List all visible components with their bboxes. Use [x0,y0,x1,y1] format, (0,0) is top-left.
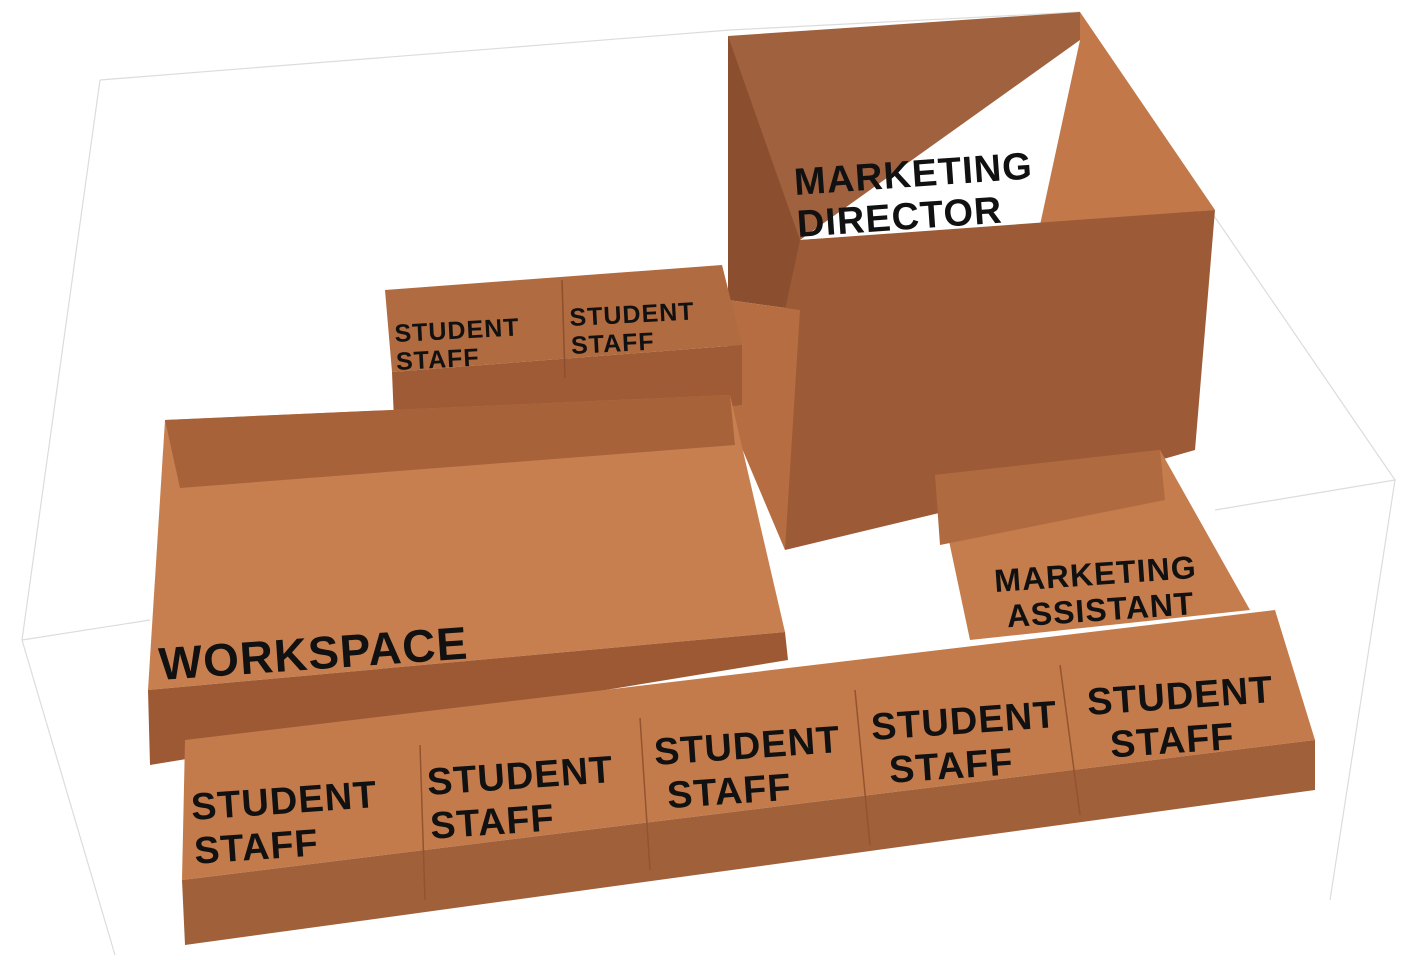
director-left-wall [728,36,800,310]
director-right-wall [1040,12,1215,225]
back-cubicle-1-label: STUDENT STAFF [394,313,530,376]
labels: MARKETING DIRECTOR STUDENT STAFF STUDENT… [157,145,1275,872]
back-cubicle-2-label: STUDENT STAFF [569,297,705,360]
director-left-face [728,300,800,550]
front-row-front [182,740,1315,945]
marketing-assistant-label: MARKETING ASSISTANT [993,548,1210,635]
workspace-inner-back [165,395,735,488]
front-row-top [182,610,1315,880]
floor-outline [21,11,1396,956]
assistant-inner-back [935,450,1165,545]
room-marketing-assistant [935,450,1250,640]
director-back-wall [728,12,1080,300]
room-front-cubicles [182,610,1315,945]
